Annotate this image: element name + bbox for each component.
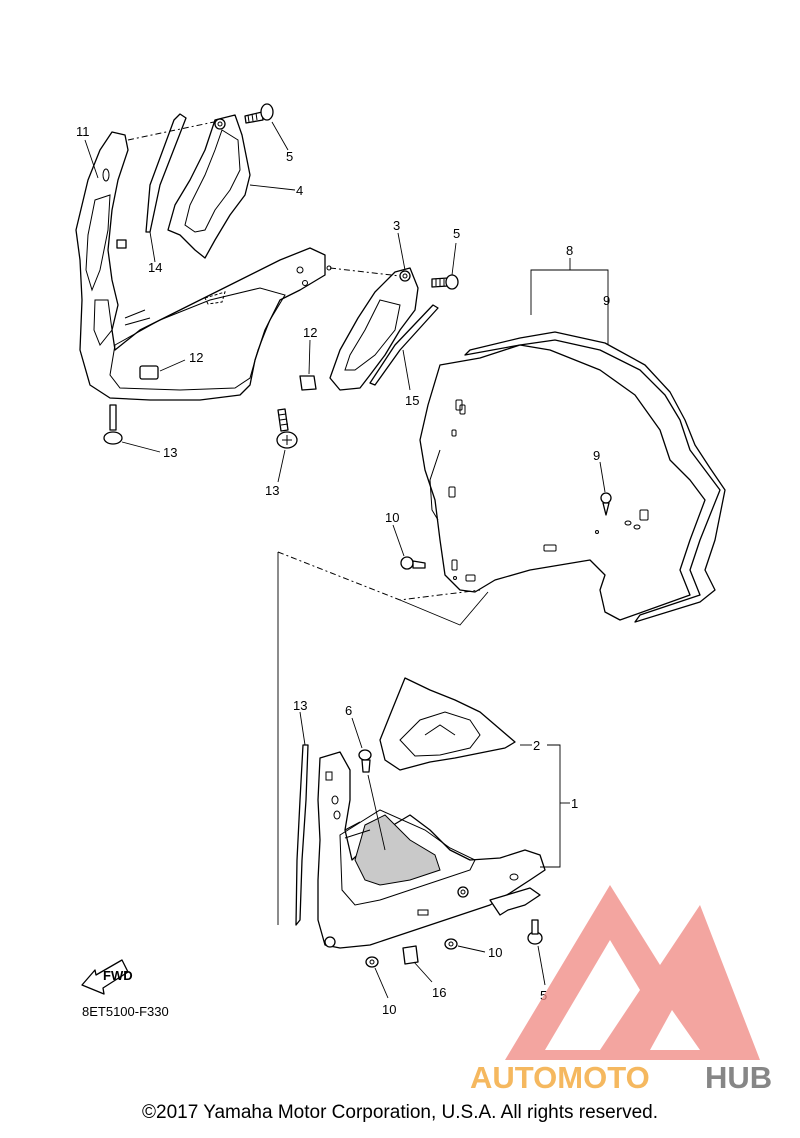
trim-strip-part-15-mid — [369, 304, 439, 391]
callout-11: 11 — [76, 124, 90, 139]
bolt-part-6 — [351, 717, 386, 851]
callout-10: 10 — [488, 945, 502, 960]
callout-2: 2 — [533, 738, 540, 753]
bolt-part-5-top — [127, 103, 289, 151]
reference-frame — [277, 551, 489, 925]
lower-cowl-part-1 — [317, 744, 570, 949]
drawing-code: 8ET5100-F330 — [82, 1004, 169, 1019]
callout-12: 12 — [189, 350, 203, 365]
callout-16: 16 — [432, 985, 446, 1000]
callout-5: 5 — [453, 226, 460, 241]
callout-15: 15 — [405, 393, 419, 408]
callout-5: 5 — [540, 988, 547, 1003]
callout-4: 4 — [296, 183, 303, 198]
callout-1: 1 — [571, 796, 578, 811]
callout-3: 3 — [393, 218, 400, 233]
trim-strip-part-15 — [145, 113, 187, 263]
screw-part-9-left — [392, 524, 457, 580]
watermark-triangle-icon — [505, 885, 760, 1060]
nut-part-10-left — [365, 956, 389, 999]
nut-part-10-right — [444, 938, 486, 953]
windshield-part-7-8 — [419, 258, 726, 623]
callout-14: 13 — [293, 698, 307, 713]
trim-part-14 — [295, 711, 309, 926]
callout-9: 10 — [385, 510, 399, 525]
screw-part-13-left — [103, 404, 161, 453]
bolt-part-5-lower — [527, 919, 546, 986]
clip-part-16 — [402, 945, 433, 983]
callout-8: 9 — [603, 293, 610, 308]
upper-cowl-part-2 — [379, 677, 516, 771]
callout-6: 6 — [345, 703, 352, 718]
bracket-part-3 — [326, 232, 419, 391]
copyright-notice: ©2017 Yamaha Motor Corporation, U.S.A. A… — [142, 1102, 658, 1123]
bolt-part-5-mid — [431, 242, 459, 290]
callout-13: 13 — [163, 445, 177, 460]
callout-13: 13 — [265, 483, 279, 498]
watermark-word-part1: AUTOMOTO — [470, 1060, 650, 1095]
screw-part-13-right — [276, 408, 298, 483]
watermark-logo: AUTOMOTO HUB — [470, 885, 772, 1095]
inner-panel-part-4 — [167, 114, 296, 259]
clip-part-12 — [159, 339, 317, 391]
watermark-word-part2: HUB — [705, 1060, 772, 1095]
side-cowling-part-11 — [75, 131, 326, 401]
fwd-label: FWD — [103, 968, 133, 983]
fwd-arrow-icon: FWD — [81, 959, 133, 995]
callout-12: 12 — [303, 325, 317, 340]
callout-9: 9 — [593, 448, 600, 463]
callout-10: 10 — [382, 1002, 396, 1017]
callout-15: 14 — [148, 260, 162, 275]
callout-5: 5 — [286, 149, 293, 164]
callout-labels: 11 5 4 14 3 5 8 9 12 12 15 13 13 9 10 13… — [76, 124, 610, 1017]
screw-part-9-right — [595, 461, 612, 534]
callout-7: 8 — [566, 243, 573, 258]
